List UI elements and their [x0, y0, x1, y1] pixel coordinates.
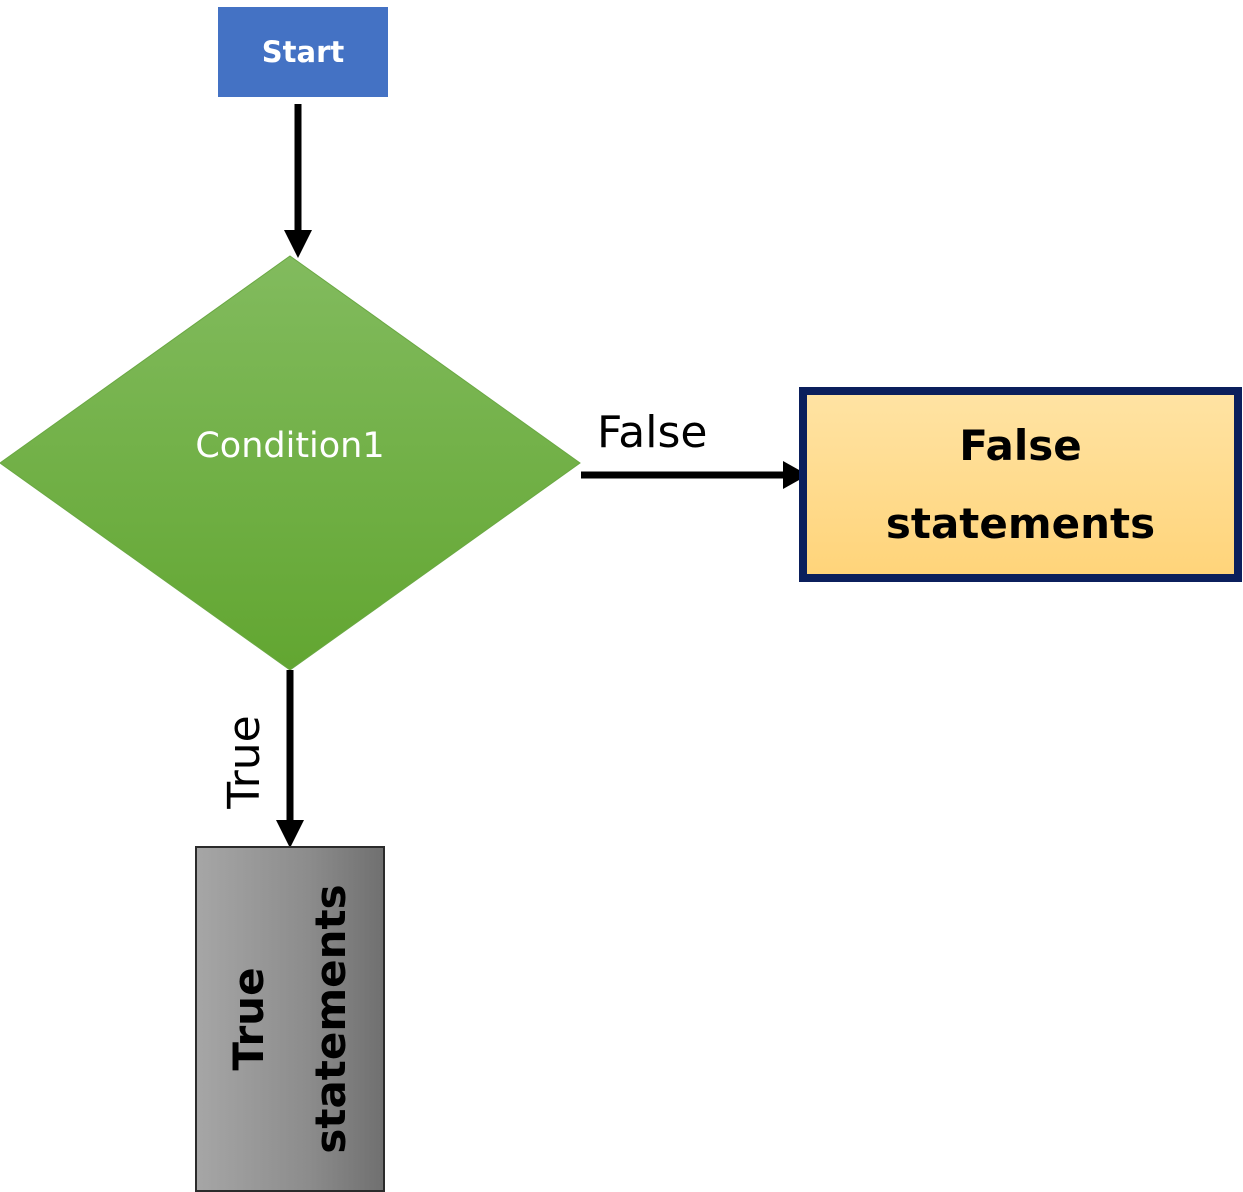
- true-statements-node: True statements: [195, 846, 385, 1192]
- true-statements-line1: True: [224, 967, 273, 1071]
- true-statements-text: True statements: [208, 859, 372, 1179]
- condition-label: Condition1: [195, 426, 385, 466]
- start-label: Start: [261, 35, 345, 69]
- arrow-start-to-condition: [284, 104, 312, 258]
- false-statements-line2: statements: [885, 498, 1156, 548]
- true-statements-line2: statements: [306, 884, 355, 1154]
- arrow-condition-to-false: [581, 461, 808, 489]
- false-branch-label: False: [597, 407, 708, 458]
- true-branch-label: True: [219, 715, 270, 809]
- false-statements-node: False statements: [799, 387, 1242, 582]
- false-statements-line1: False: [959, 420, 1082, 470]
- start-node: Start: [218, 7, 388, 97]
- arrow-condition-to-true: [276, 670, 304, 848]
